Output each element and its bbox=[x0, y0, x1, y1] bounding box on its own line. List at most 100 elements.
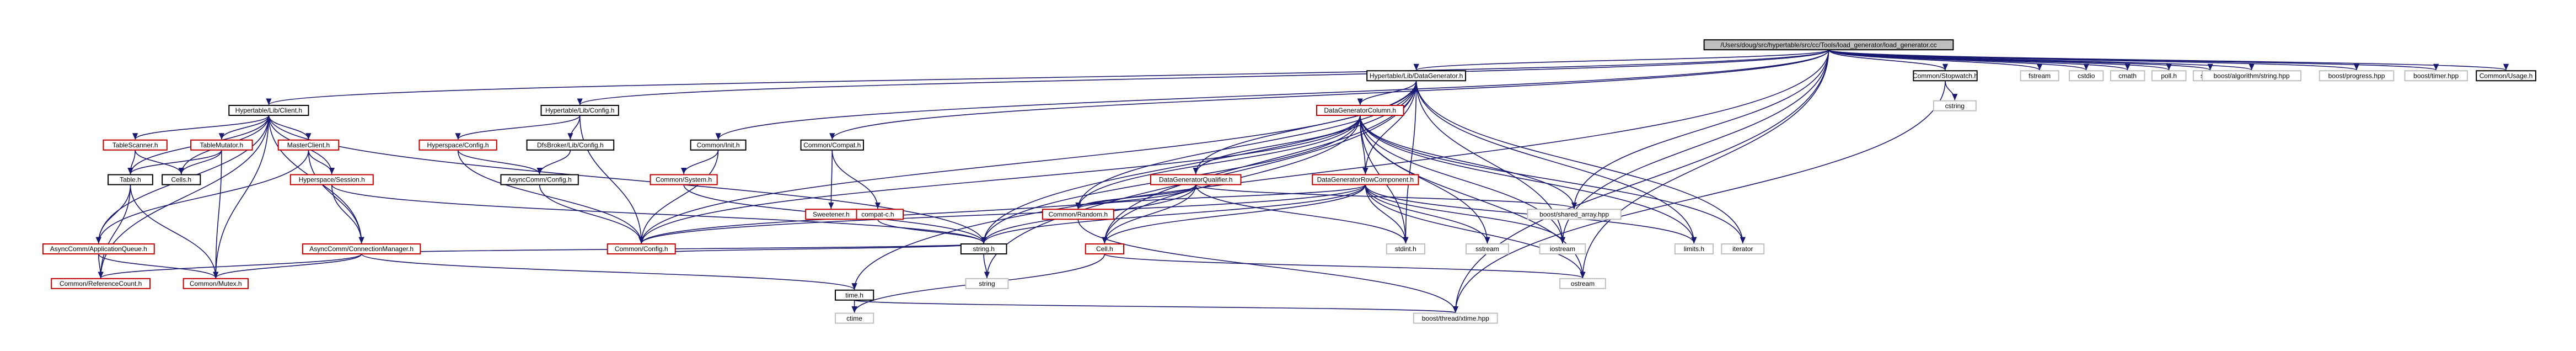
node-cell-h[interactable]: Cell.h bbox=[1085, 243, 1124, 255]
edge-dbconfig_h-to-acconfig_h bbox=[536, 150, 571, 174]
edge-ldg_h-to-dgcol_h bbox=[1357, 81, 1417, 105]
node-table-h[interactable]: Table.h bbox=[108, 174, 153, 185]
node-label: /Users/doug/src/hypertable/src/cc/Tools/… bbox=[1720, 41, 1936, 49]
node-string-h[interactable]: string.h bbox=[960, 243, 1007, 255]
edge-ldg_h-to-iterator bbox=[1415, 81, 1746, 244]
edge-config_h-to-hconfig_h bbox=[455, 115, 581, 140]
edge-mclient_h-to-accm_h bbox=[308, 150, 364, 244]
node-ostream: ostream bbox=[1559, 278, 1606, 289]
node-cells-h[interactable]: Cells.h bbox=[162, 174, 201, 185]
node-label: iostream bbox=[1550, 245, 1575, 253]
node-tmutator-h[interactable]: TableMutator.h bbox=[190, 139, 253, 151]
edge-dgqual_h-to-crandom_h bbox=[1075, 184, 1196, 209]
node-btimer: boost/timer.hpp bbox=[2404, 70, 2468, 82]
edge-dgqual_h-to-bsarray bbox=[1195, 184, 1577, 210]
edge-root-to-config_h bbox=[577, 49, 1829, 105]
edge-ldg_h-to-dgrow_h bbox=[1362, 81, 1417, 174]
node-mclient-h[interactable]: MasterClient.h bbox=[277, 139, 340, 151]
node-label: Common/Compat.h bbox=[803, 141, 861, 149]
node-label: ctime bbox=[846, 315, 862, 322]
node-string: string bbox=[965, 278, 1009, 289]
node-label: cmath bbox=[2118, 72, 2137, 79]
node-box bbox=[1913, 70, 1978, 82]
node-hsession-h[interactable]: Hyperspace/Session.h bbox=[289, 174, 374, 185]
node-box bbox=[1721, 243, 1765, 255]
node-stdint-h: stdint.h bbox=[1386, 243, 1426, 255]
edge-ldg_h-to-limits_h bbox=[1415, 81, 1697, 244]
node-compat-h[interactable]: Common/Compat.h bbox=[800, 139, 864, 151]
node-box bbox=[1150, 174, 1242, 185]
edge-hconfig_h-to-acconfig_h bbox=[457, 150, 543, 174]
edge-compat_h-to-compat_c_h bbox=[831, 150, 881, 209]
node-accm-h[interactable]: AsyncComm/ConnectionManager.h bbox=[302, 243, 421, 255]
node-stopwatch-h[interactable]: Common/Stopwatch.h bbox=[1913, 70, 1978, 82]
node-sweetener-h[interactable]: Sweetener.h bbox=[805, 209, 857, 220]
node-fstream: fstream bbox=[2020, 70, 2059, 82]
edge-acaq_h-to-crefcount_h bbox=[98, 254, 104, 278]
node-client-h[interactable]: Hypertable/Lib/Client.h bbox=[228, 105, 309, 116]
node-box bbox=[1042, 209, 1114, 220]
node-box bbox=[418, 139, 497, 151]
edge-dgqual_h-to-cconfig_h bbox=[638, 184, 1196, 244]
edge-root-to-compat_h bbox=[829, 50, 1829, 140]
node-label: Common/Mutex.h bbox=[190, 280, 242, 288]
node-box bbox=[500, 174, 579, 185]
edge-root-to-iostream bbox=[1559, 50, 1829, 244]
node-init-h[interactable]: Common/Init.h bbox=[690, 139, 747, 151]
node-box bbox=[526, 139, 615, 151]
node-box bbox=[805, 209, 857, 220]
node-cmutex-h[interactable]: Common/Mutex.h bbox=[183, 278, 249, 289]
node-bstring: boost/algorithm/string.hpp bbox=[2202, 70, 2302, 82]
edge-table_h-to-crefcount_h bbox=[98, 184, 131, 278]
node-crefcount-h[interactable]: Common/ReferenceCount.h bbox=[51, 278, 151, 289]
edge-dgcol_h-to-iostream bbox=[1359, 115, 1566, 244]
node-label: Common/ReferenceCount.h bbox=[60, 280, 142, 288]
edge-accm_h-to-cmutex_h bbox=[213, 253, 362, 279]
node-dbconfig-h[interactable]: DfsBroker/Lib/Config.h bbox=[526, 139, 615, 151]
node-label: string.h bbox=[973, 245, 995, 253]
node-compat-c-h[interactable]: compat-c.h bbox=[851, 209, 904, 220]
node-box bbox=[2068, 70, 2104, 82]
node-dgcol-h[interactable]: DataGeneratorColumn.h bbox=[1316, 105, 1404, 116]
node-cstring: cstring bbox=[1933, 100, 1977, 111]
node-box bbox=[1366, 70, 1467, 82]
node-ldg-h[interactable]: Hypertable/Lib/DataGenerator.h bbox=[1366, 70, 1467, 82]
edge-crandom_h-to-bthread bbox=[1077, 219, 1458, 313]
node-label: ostream bbox=[1571, 280, 1595, 288]
node-label: boost/shared_array.hpp bbox=[1539, 210, 1609, 218]
node-root[interactable]: /Users/doug/src/hypertable/src/cc/Tools/… bbox=[1703, 39, 1954, 51]
node-cstdio: cstdio bbox=[2068, 70, 2104, 82]
node-usage-h[interactable]: Common/Usage.h bbox=[2476, 70, 2536, 82]
node-crandom-h[interactable]: Common/Random.h bbox=[1042, 209, 1114, 220]
edges bbox=[95, 49, 2509, 313]
edge-mclient_h-to-acaq_h bbox=[95, 150, 309, 244]
node-cconfig-h[interactable]: Common/Config.h bbox=[607, 243, 676, 255]
node-acaq-h[interactable]: AsyncComm/ApplicationQueue.h bbox=[42, 243, 155, 255]
node-box bbox=[302, 243, 421, 255]
edge-init_h-to-cconfig_h bbox=[638, 150, 719, 244]
node-box bbox=[540, 105, 619, 116]
node-acconfig-h[interactable]: AsyncComm/Config.h bbox=[500, 174, 579, 185]
edge-root-to-init_h bbox=[715, 50, 1829, 140]
edge-table_h-to-cmutex_h bbox=[130, 184, 219, 278]
node-label: DfsBroker/Lib/Config.h bbox=[537, 141, 604, 149]
node-box bbox=[1527, 209, 1622, 220]
node-dgqual-h[interactable]: DataGeneratorQualifier.h bbox=[1150, 174, 1242, 185]
node-label: Hyperspace/Session.h bbox=[299, 176, 365, 184]
node-dgrow-h[interactable]: DataGeneratorRowComponent.h bbox=[1312, 174, 1419, 185]
node-box bbox=[103, 139, 168, 151]
node-csystem-h[interactable]: Common/System.h bbox=[650, 174, 718, 185]
node-config-h[interactable]: Hypertable/Lib/Config.h bbox=[540, 105, 619, 116]
node-label: boost/thread/xtime.hpp bbox=[1422, 315, 1489, 322]
edge-string_h-to-string bbox=[983, 254, 990, 278]
node-label: Common/Stopwatch.h bbox=[1913, 72, 1978, 79]
edge-compat_h-to-sweetener_h bbox=[828, 150, 834, 209]
node-time-h[interactable]: time.h bbox=[835, 289, 874, 301]
node-box bbox=[690, 139, 747, 151]
node-box bbox=[1413, 312, 1498, 324]
edge-dgrow_h-to-crandom_h bbox=[1075, 184, 1366, 210]
node-hconfig-h[interactable]: Hyperspace/Config.h bbox=[418, 139, 497, 151]
node-tscanner-h[interactable]: TableScanner.h bbox=[103, 139, 168, 151]
node-label: TableMutator.h bbox=[200, 141, 243, 149]
node-box bbox=[108, 174, 153, 185]
